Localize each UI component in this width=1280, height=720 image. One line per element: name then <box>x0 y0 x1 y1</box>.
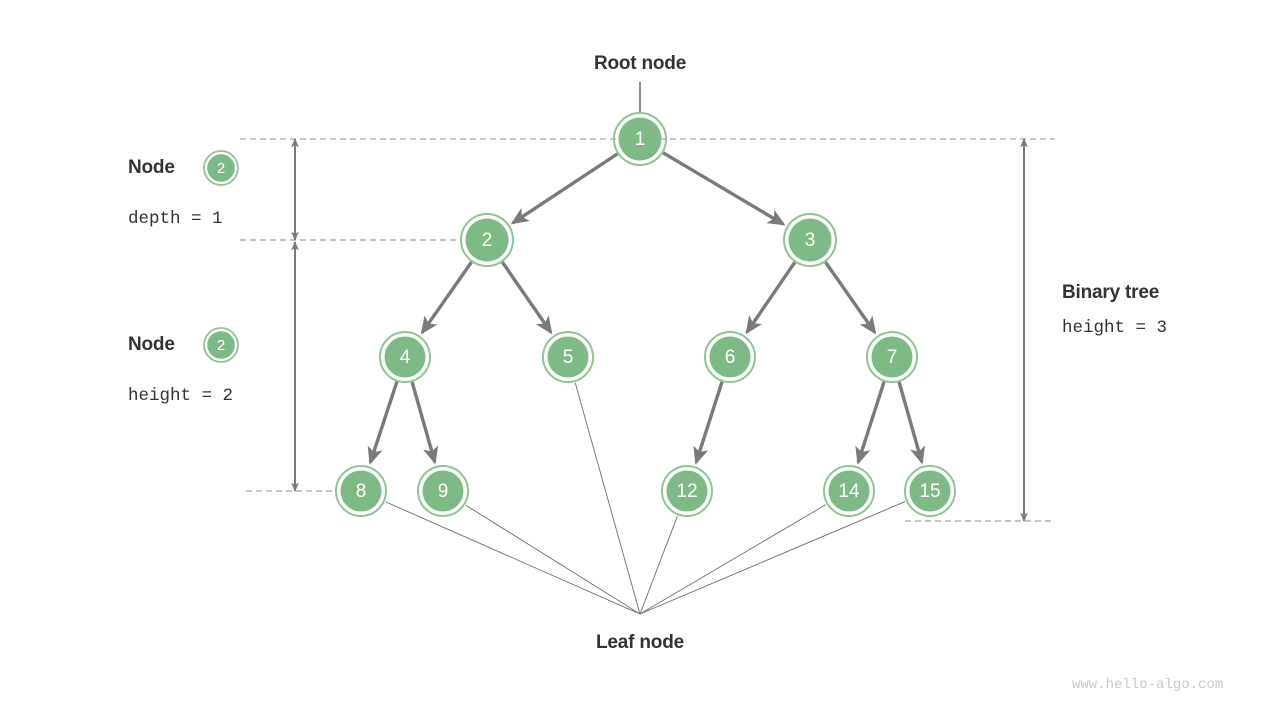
tree-node-5[interactable]: 5 <box>542 331 594 383</box>
node-ring <box>704 331 756 383</box>
tree-node-3[interactable]: 3 <box>783 213 837 267</box>
leaf-pointer-n8 <box>385 501 641 615</box>
edge-n6-to-n12 <box>693 381 724 465</box>
tree-node-15[interactable]: 15 <box>904 465 956 517</box>
node-height-annotation-label: Node <box>128 334 175 355</box>
node-fill <box>465 218 509 262</box>
node-value: 3 <box>805 230 816 251</box>
node-fill <box>618 117 662 161</box>
node-ring <box>542 331 594 383</box>
node-ring <box>335 465 387 517</box>
node-value: 1 <box>635 129 646 150</box>
node-ring <box>661 465 713 517</box>
node-fill <box>422 470 464 512</box>
badge-ring <box>203 327 239 363</box>
leaf-pointer-n14 <box>639 504 826 615</box>
edge-n1-to-n3 <box>662 151 786 226</box>
node-fill <box>384 336 426 378</box>
tree-node-1[interactable]: 1 <box>613 112 667 166</box>
node-ring <box>460 213 514 267</box>
measurement-arrows <box>291 138 1028 522</box>
edge-n3-to-n6 <box>745 261 797 335</box>
tree-edges <box>367 151 926 465</box>
node-height-annotation-value: height = 2 <box>128 386 234 406</box>
node-ring <box>904 465 956 517</box>
tree-node-7[interactable]: 7 <box>866 331 918 383</box>
leaf-pointer-n5 <box>574 382 641 615</box>
tree-height-annotation-value: height = 3 <box>1062 318 1168 338</box>
leaf-node-label: Leaf node <box>596 632 684 653</box>
tree-node-8[interactable]: 8 <box>335 465 387 517</box>
node-fill <box>666 470 708 512</box>
node-value: 7 <box>887 347 898 368</box>
node-value: 12 <box>676 481 697 502</box>
tree-height-annotation-label: Binary tree <box>1062 282 1160 303</box>
node-ring <box>613 112 667 166</box>
root-node-label: Root node <box>593 53 687 74</box>
node-fill <box>709 336 751 378</box>
node-fill <box>547 336 589 378</box>
edge-n7-to-n14 <box>855 381 886 465</box>
node-fill <box>788 218 832 262</box>
edge-n4-to-n9 <box>410 381 439 465</box>
node-ring <box>783 213 837 267</box>
node-fill <box>828 470 870 512</box>
node-depth-annotation-value: depth = 1 <box>128 209 223 229</box>
dashed-guide-lines <box>240 138 1055 522</box>
tree-node-4[interactable]: 4 <box>379 331 431 383</box>
node-depth-annotation-label: Node <box>128 157 175 178</box>
edge-n2-to-n5 <box>500 261 553 335</box>
leaf-pointer-n15 <box>639 501 906 615</box>
node-value: 2 <box>482 230 493 251</box>
annotation-badges: 22 <box>203 150 239 363</box>
node-value: 8 <box>356 481 367 502</box>
node-ring <box>866 331 918 383</box>
edge-n7-to-n15 <box>897 381 926 465</box>
leaf-pointer-n9 <box>465 504 641 615</box>
tree-node-9[interactable]: 9 <box>417 465 469 517</box>
badge-value: 2 <box>217 337 225 354</box>
node-value: 6 <box>725 347 736 368</box>
tree-node-6[interactable]: 6 <box>704 331 756 383</box>
badge-value: 2 <box>217 160 225 177</box>
node-ring <box>823 465 875 517</box>
edge-n2-to-n4 <box>420 261 473 335</box>
edge-n4-to-n8 <box>367 381 399 465</box>
node-value: 9 <box>438 481 449 502</box>
edge-n3-to-n7 <box>824 261 877 335</box>
node-value: 5 <box>563 347 574 368</box>
annotation-depth-badge: 2 <box>203 150 239 186</box>
badge-ring <box>203 150 239 186</box>
tree-node-2[interactable]: 2 <box>460 213 514 267</box>
node-fill <box>909 470 951 512</box>
node-ring <box>417 465 469 517</box>
node-fill <box>340 470 382 512</box>
edge-n1-to-n2 <box>510 152 619 225</box>
leaf-pointer-lines <box>385 382 906 615</box>
site-watermark: www.hello-algo.com <box>1072 677 1224 693</box>
node-value: 4 <box>400 347 411 368</box>
annotation-height-badge: 2 <box>203 327 239 363</box>
node-value: 14 <box>838 481 860 502</box>
badge-fill <box>207 331 235 359</box>
node-value: 15 <box>919 481 940 502</box>
tree-node-12[interactable]: 12 <box>661 465 713 517</box>
node-fill <box>871 336 913 378</box>
leaf-pointer-n12 <box>639 516 678 615</box>
badge-fill <box>207 154 235 182</box>
tree-node-14[interactable]: 14 <box>823 465 875 517</box>
node-ring <box>379 331 431 383</box>
